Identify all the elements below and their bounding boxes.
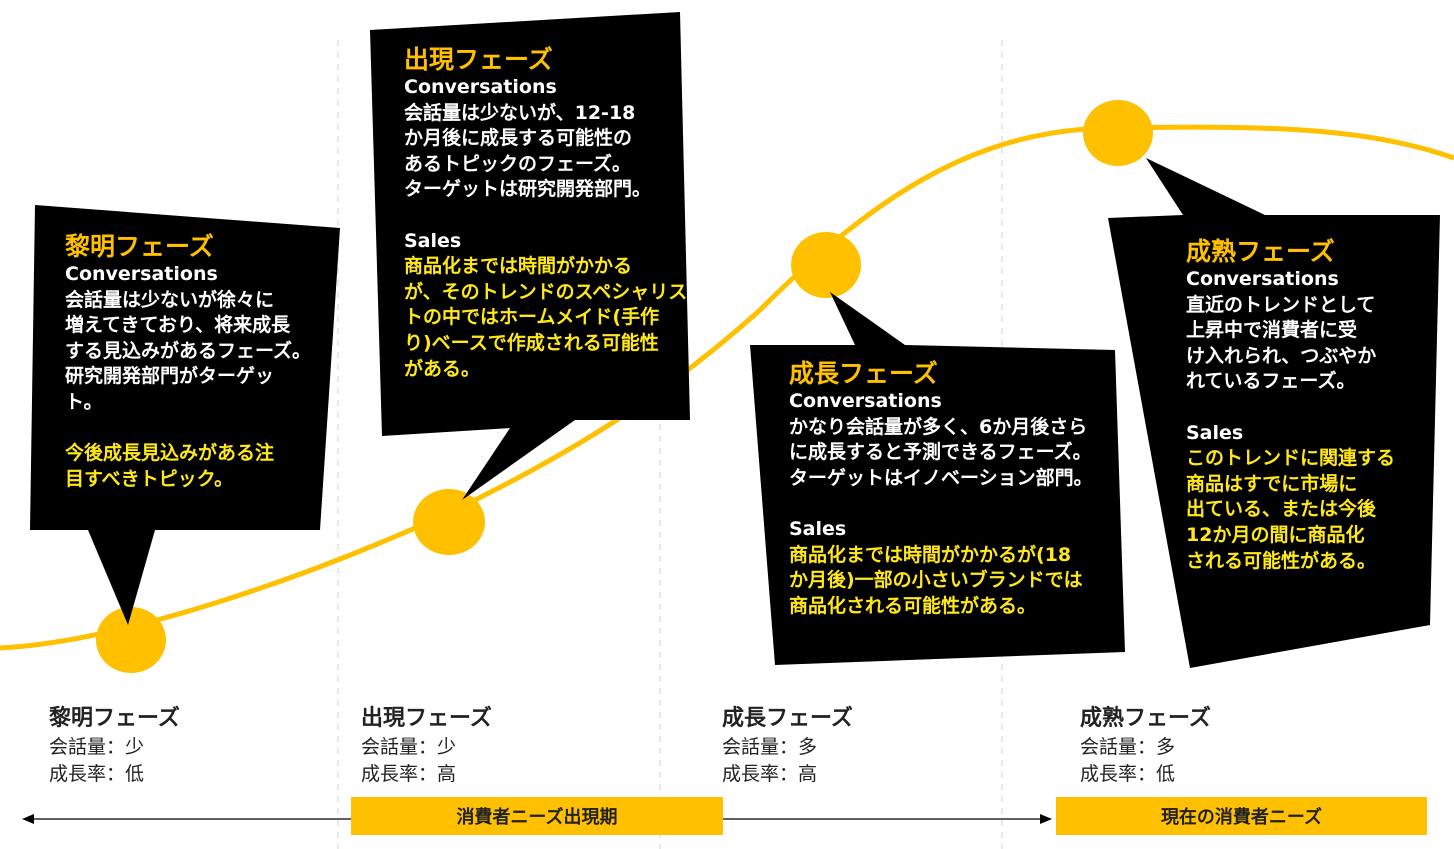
- dot-shutsugen: [413, 489, 485, 555]
- callout-bubble-reimei: [30, 205, 340, 625]
- conversations-line: 研究開発部門がターゲッ: [65, 365, 275, 388]
- phase-growth: 成長率：低: [49, 763, 145, 785]
- band-emerging-needs: 消費者ニーズ出現期: [351, 797, 723, 835]
- phase-volume: 会話量：少: [361, 736, 457, 758]
- highlight-line: このトレンドに関連する: [1186, 447, 1396, 470]
- phase-growth: 成長率：高: [722, 763, 818, 785]
- spacer: [789, 491, 1093, 517]
- highlight-line: 今後成長見込みがある注: [65, 442, 275, 465]
- callout-title: 出現フェーズ: [404, 45, 553, 74]
- callout-reimei: 黎明フェーズ Conversations 会話量は少ないが徐々に 増えてきており…: [65, 232, 311, 492]
- conversations-label: Conversations: [65, 263, 218, 285]
- dot-seijuku: [1083, 100, 1153, 166]
- phase-name: 黎明フェーズ: [49, 706, 180, 731]
- callout-title: 黎明フェーズ: [65, 232, 214, 261]
- conversations-line: ト。: [65, 390, 103, 413]
- callout-title: 成熟フェーズ: [1186, 237, 1335, 266]
- callout-bubble-seijuku: [1108, 158, 1440, 668]
- highlight-line: がある。: [404, 357, 481, 380]
- conversations-label: Conversations: [789, 390, 942, 412]
- highlight-line: 目すべきトピック。: [65, 467, 234, 490]
- conversations-label: Conversations: [404, 76, 557, 98]
- highlight-line: か月後)一部の小さいブランドでは: [789, 569, 1083, 592]
- highlight-line: 商品化までは時間がかかるが(18: [789, 543, 1072, 566]
- callout-seijuku: 成熟フェーズ Conversations 直近のトレンドとして 上昇中で消費者に…: [1186, 237, 1395, 574]
- phase-label-seicho: 成長フェーズ 会話量：多 成長率：高: [722, 704, 853, 788]
- highlight-line: 商品化までは時間がかかる: [404, 255, 633, 278]
- highlight-line: り)ベースで作成される可能性: [404, 331, 659, 354]
- phase-growth: 成長率：低: [1080, 763, 1176, 785]
- conversations-line: 会話量は少ないが、12-18: [404, 101, 636, 124]
- spacer: [65, 416, 311, 442]
- callout-bubble-shutsugen: [370, 12, 690, 500]
- conversations-line: に成長すると予測できるフェーズ。: [789, 441, 1092, 464]
- phase-name: 成熟フェーズ: [1080, 706, 1211, 731]
- sales-label: Sales: [404, 229, 462, 252]
- dot-seicho: [791, 232, 861, 298]
- conversations-line: ターゲットはイノベーション部門。: [789, 466, 1093, 489]
- conversations-line: する見込みがあるフェーズ。: [65, 339, 312, 362]
- conversations-line: 増えてきており、将来成長: [65, 314, 291, 337]
- sales-label: Sales: [789, 517, 847, 540]
- callout-seicho: 成長フェーズ Conversations かなり会話量が多く、6か月後さら に成…: [789, 359, 1093, 619]
- dot-reimei: [96, 607, 166, 673]
- phase-volume: 会話量：少: [49, 736, 145, 758]
- callout-bubble-seicho: [750, 292, 1125, 665]
- spacer: [1186, 395, 1395, 421]
- sales-label: Sales: [1186, 421, 1244, 444]
- callout-title: 成長フェーズ: [789, 359, 938, 388]
- highlight-line: される可能性がある。: [1186, 549, 1377, 572]
- conversations-line: れているフェーズ。: [1186, 370, 1356, 393]
- phase-label-reimei: 黎明フェーズ 会話量：少 成長率：低: [49, 704, 180, 788]
- callout-shutsugen: 出現フェーズ Conversations 会話量は少ないが、12-18 か月後に…: [404, 45, 687, 382]
- conversations-label: Conversations: [1186, 268, 1339, 290]
- phase-growth: 成長率：高: [361, 763, 457, 785]
- arrow-head-left: [22, 814, 34, 824]
- conversations-line: か月後に成長する可能性の: [404, 127, 633, 150]
- phase-label-seijuku: 成熟フェーズ 会話量：多 成長率：低: [1080, 704, 1211, 788]
- phase-name: 出現フェーズ: [361, 706, 492, 731]
- phase-volume: 会話量：多: [1080, 736, 1176, 758]
- conversations-line: 上昇中で消費者に受: [1186, 319, 1358, 342]
- phase-label-shutsugen: 出現フェーズ 会話量：少 成長率：高: [361, 704, 492, 788]
- phase-name: 成長フェーズ: [722, 706, 853, 731]
- highlight-line: トの中ではホームメイド(手作: [404, 306, 660, 329]
- growth-curve: [0, 124, 1454, 651]
- highlight-line: が、そのトレンドのスペシャリス: [404, 280, 688, 303]
- conversations-line: 直近のトレンドとして: [1186, 293, 1376, 316]
- highlight-line: 商品化される可能性がある。: [789, 594, 1037, 617]
- conversations-line: あるトピックのフェーズ。: [404, 152, 632, 175]
- spacer: [404, 203, 687, 229]
- highlight-line: 12か月の間に商品化: [1186, 523, 1365, 546]
- phase-volume: 会話量：多: [722, 736, 818, 758]
- conversations-line: 会話量は少ないが徐々に: [65, 288, 275, 311]
- band-current-needs: 現在の消費者ニーズ: [1056, 797, 1427, 835]
- highlight-line: 商品はすでに市場に: [1186, 472, 1358, 495]
- conversations-line: ターゲットは研究開発部門。: [404, 178, 652, 201]
- arrow-head-right: [1040, 814, 1052, 824]
- conversations-line: け入れられ、つぶやか: [1186, 344, 1377, 367]
- conversations-line: かなり会話量が多く、6か月後さら: [789, 415, 1088, 438]
- highlight-line: 出ている、または今後: [1186, 498, 1377, 521]
